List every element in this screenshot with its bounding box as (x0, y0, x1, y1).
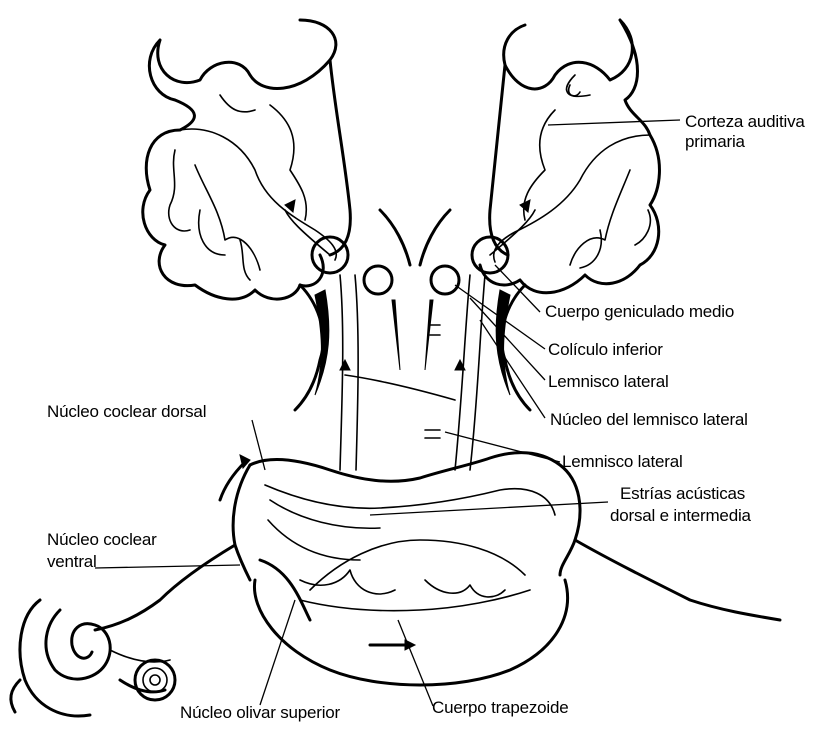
label-estrias-dorsal-intermedia: dorsal e intermedia (610, 506, 751, 526)
midbrain (285, 210, 535, 470)
label-coliculo-inferior: Colículo inferior (548, 340, 663, 360)
label-corteza-auditiva: Corteza auditiva (685, 112, 805, 132)
label-nucleo-lemnisco-lateral: Núcleo del lemnisco lateral (550, 410, 748, 430)
cochlea (11, 600, 175, 716)
label-estrias-acusticas: Estrías acústicas (620, 484, 745, 504)
label-corteza-primaria: primaria (685, 132, 745, 152)
label-nucleo-coclear-ventral: Núcleo coclear (47, 530, 157, 550)
label-nucleo-olivar-superior: Núcleo olivar superior (180, 703, 340, 723)
label-nucleo-coclear-dorsal: Núcleo coclear dorsal (47, 402, 206, 422)
label-lemnisco-lateral-lower: Lemnisco lateral (562, 452, 683, 472)
label-cuerpo-geniculado-medio: Cuerpo geniculado medio (545, 302, 734, 322)
label-nucleo-coclear-ventral-2: ventral (47, 552, 97, 572)
label-cuerpo-trapezoide: Cuerpo trapezoide (432, 698, 568, 718)
flow-arrows (220, 200, 530, 500)
left-hemisphere (143, 20, 351, 299)
label-lemnisco-lateral-upper: Lemnisco lateral (548, 372, 669, 392)
